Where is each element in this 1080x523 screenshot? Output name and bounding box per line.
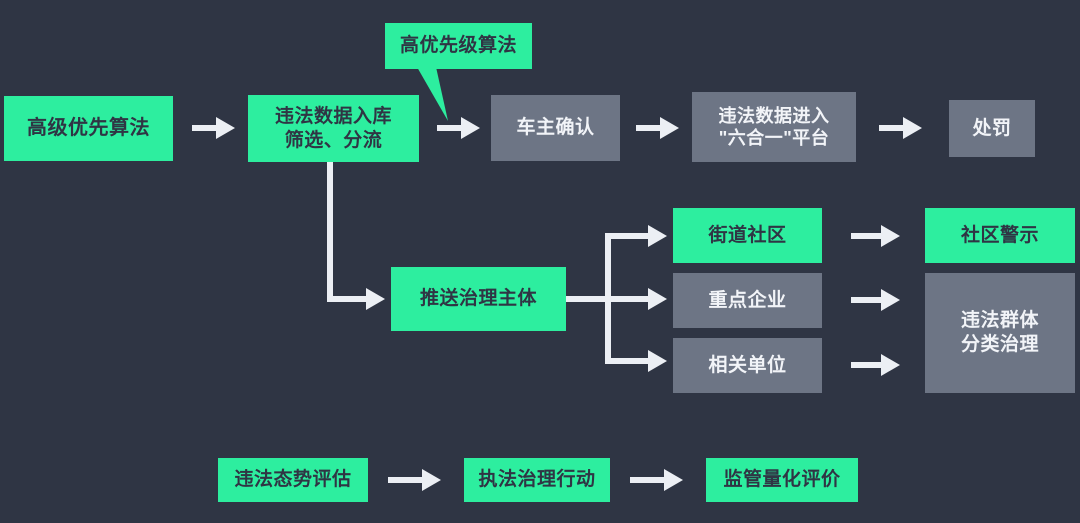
arrow-shaft — [851, 233, 883, 239]
arrow-head — [648, 350, 667, 372]
elbow-horizontal-n2-to-hub — [327, 296, 363, 302]
node-community-warning[interactable]: 社区警示 — [925, 208, 1075, 263]
arrow-shaft — [851, 297, 883, 303]
arrow-shaft — [879, 125, 905, 131]
node-regulatory-quantitative-evaluation[interactable]: 监管量化评价 — [706, 458, 858, 502]
node-violation-data-into-platform[interactable]: 违法数据进入 "六合一"平台 — [692, 92, 856, 162]
bus-stem-from-hub — [566, 296, 608, 302]
node-owner-confirmation[interactable]: 车主确认 — [491, 95, 620, 161]
node-advanced-priority-algorithm[interactable]: 高级优先算法 — [4, 96, 173, 161]
arrow-head — [660, 117, 679, 139]
arrow-shaft — [192, 125, 218, 131]
arrow-head — [881, 225, 900, 247]
node-violator-group-classified-governance[interactable]: 违法群体 分类治理 — [925, 273, 1075, 393]
arrow-shaft — [637, 358, 649, 364]
node-enforcement-governance-action[interactable]: 执法治理行动 — [464, 458, 610, 502]
arrow-shaft — [851, 362, 883, 368]
arrow-shaft — [637, 296, 649, 302]
arrow-shaft — [388, 477, 424, 483]
elbow-vertical-n2-to-hub — [327, 162, 333, 302]
arrow-head — [881, 289, 900, 311]
callout-high-priority-algorithm[interactable]: 高优先级算法 — [385, 23, 532, 69]
arrow-head — [903, 117, 922, 139]
arrow-head — [216, 117, 235, 139]
node-key-enterprises[interactable]: 重点企业 — [673, 273, 822, 328]
node-street-community[interactable]: 街道社区 — [673, 208, 822, 263]
arrow-head — [664, 469, 683, 491]
node-related-units[interactable]: 相关单位 — [673, 338, 822, 393]
arrow-head — [366, 288, 385, 310]
arrow-head — [648, 288, 667, 310]
arrow-head — [648, 225, 667, 247]
bus-branch-3-horizontal — [605, 358, 643, 364]
arrow-shaft — [357, 296, 367, 302]
callout-tail-icon — [417, 67, 448, 121]
arrow-shaft — [637, 233, 649, 239]
arrow-head — [881, 354, 900, 376]
node-push-governance-entity[interactable]: 推送治理主体 — [391, 267, 566, 331]
node-penalty[interactable]: 处罚 — [949, 100, 1035, 157]
arrow-head — [422, 469, 441, 491]
arrow-head — [461, 117, 480, 139]
bus-branch-2-horizontal — [605, 296, 643, 302]
arrow-shaft — [437, 125, 463, 131]
node-violation-situation-assessment[interactable]: 违法态势评估 — [218, 458, 368, 502]
bus-branch-1-horizontal — [605, 233, 643, 239]
arrow-shaft — [636, 125, 662, 131]
arrow-shaft — [630, 477, 666, 483]
node-violation-data-import-filter-diversion[interactable]: 违法数据入库 筛选、分流 — [248, 95, 419, 162]
